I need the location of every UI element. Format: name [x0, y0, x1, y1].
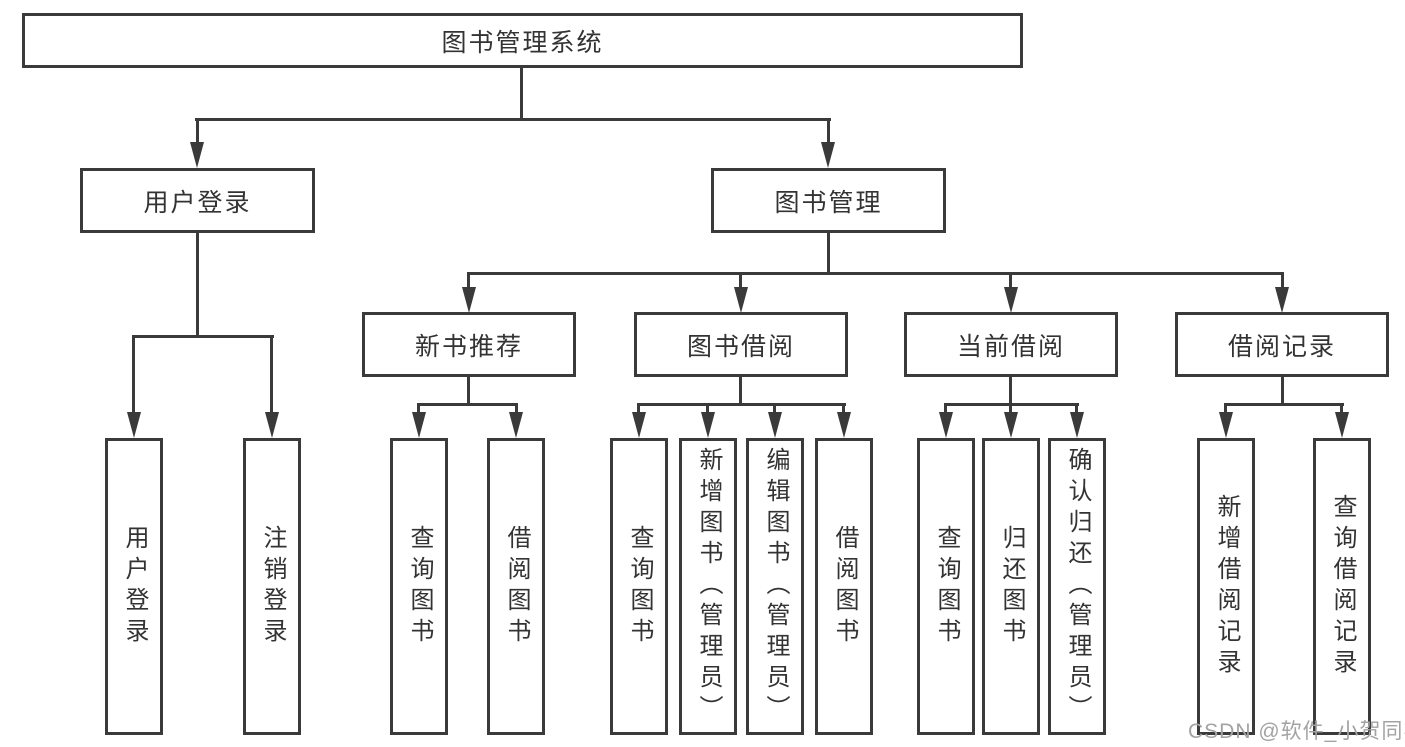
leaf-add-books-admin: 新增图书（管理员）: [679, 438, 737, 735]
leaf-label: 借阅图书: [831, 524, 858, 649]
line-branch: [1224, 403, 1344, 406]
leaf-borrow-books-recommend: 借阅图书: [487, 438, 545, 735]
node-label: 图书管理: [774, 188, 883, 217]
line-arrow-stem: [773, 403, 776, 417]
arrow-down-icon: [632, 412, 646, 438]
line-root-branch: [195, 118, 831, 121]
line-arrow-stem: [132, 335, 135, 415]
leaf-label: 归还图书: [998, 524, 1025, 649]
node-label: 用户登录: [143, 188, 252, 217]
leaf-borrow-books: 借阅图书: [815, 438, 873, 735]
leaf-label: 查询图书: [406, 524, 433, 649]
line-arrow-stem: [467, 272, 470, 292]
line-arrow-stem: [1340, 403, 1343, 417]
line-arrow-stem: [842, 403, 845, 417]
line-stem: [1009, 377, 1012, 404]
leaf-query-books-current: 查询图书: [917, 438, 975, 735]
leaf-query-books-recommend: 查询图书: [390, 438, 448, 735]
line-arrow-stem: [1224, 403, 1227, 417]
leaf-edit-books-admin: 编辑图书（管理员）: [746, 438, 804, 735]
node-book-management: 图书管理: [711, 168, 946, 233]
arrow-down-icon: [1335, 412, 1349, 438]
node-label: 当前借阅: [956, 332, 1065, 361]
leaf-label: 查询借阅记录: [1329, 493, 1356, 680]
leaf-confirm-return-admin: 确认归还（管理员）: [1048, 438, 1106, 735]
leaf-add-borrow-record: 新增借阅记录: [1197, 438, 1255, 735]
line-arrow-stem: [637, 403, 640, 417]
arrow-down-icon: [1004, 412, 1018, 438]
leaf-label: 借阅图书: [503, 524, 530, 649]
line-branch: [467, 272, 1284, 275]
leaf-logout: 注销登录: [243, 438, 301, 735]
arrow-down-icon: [1004, 287, 1018, 313]
leaf-query-books: 查询图书: [610, 438, 668, 735]
line-stem: [196, 233, 199, 336]
leaf-label: 查询图书: [933, 524, 960, 649]
node-label: 图书借阅: [686, 332, 795, 361]
arrow-down-icon: [768, 412, 782, 438]
line-arrow-stem: [944, 403, 947, 417]
leaf-label: 查询图书: [626, 524, 653, 649]
arrow-down-icon: [939, 412, 953, 438]
line-stem: [739, 377, 742, 404]
arrow-down-icon: [837, 412, 851, 438]
arrow-down-icon: [412, 412, 426, 438]
arrow-down-icon: [821, 142, 835, 168]
node-borrow-record: 借阅记录: [1175, 312, 1389, 377]
arrow-down-icon: [265, 412, 279, 438]
arrow-down-icon: [190, 142, 204, 168]
leaf-label: 用户登录: [121, 524, 148, 649]
line-arrow-stem: [739, 272, 742, 292]
line-stem: [467, 377, 470, 404]
line-arrow-stem: [196, 118, 199, 148]
arrow-down-icon: [701, 412, 715, 438]
line-branch: [417, 403, 518, 406]
line-arrow-stem: [706, 403, 709, 417]
node-label: 借阅记录: [1227, 332, 1336, 361]
line-branch: [637, 403, 846, 406]
arrow-down-icon: [1275, 287, 1289, 313]
line-arrow-stem: [270, 335, 273, 415]
node-library-system: 图书管理系统: [22, 13, 1023, 68]
line-stem: [827, 233, 830, 274]
leaf-label: 编辑图书（管理员）: [762, 447, 789, 726]
arrow-down-icon: [1070, 412, 1084, 438]
line-root-stem: [520, 67, 523, 119]
arrow-down-icon: [462, 287, 476, 313]
node-label: 图书管理系统: [441, 28, 604, 57]
line-arrow-stem: [1009, 403, 1012, 417]
node-book-borrow: 图书借阅: [634, 312, 848, 377]
node-user-login: 用户登录: [80, 168, 315, 233]
leaf-query-borrow-record: 查询借阅记录: [1313, 438, 1371, 735]
leaf-label: 新增借阅记录: [1213, 493, 1240, 680]
line-arrow-stem: [1009, 272, 1012, 292]
line-branch: [132, 335, 274, 338]
arrow-down-icon: [1219, 412, 1233, 438]
leaf-label: 新增图书（管理员）: [695, 447, 722, 726]
node-current-borrow: 当前借阅: [904, 312, 1118, 377]
arrow-down-icon: [509, 412, 523, 438]
arrow-down-icon: [734, 287, 748, 313]
line-arrow-stem: [1281, 272, 1284, 292]
node-label: 新书推荐: [414, 332, 523, 361]
leaf-label: 确认归还（管理员）: [1064, 447, 1091, 726]
line-stem: [1281, 377, 1284, 404]
line-arrow-stem: [827, 118, 830, 148]
leaf-return-books: 归还图书: [982, 438, 1040, 735]
line-arrow-stem: [417, 403, 420, 417]
node-new-book-recommend: 新书推荐: [362, 312, 576, 377]
arrow-down-icon: [127, 412, 141, 438]
leaf-user-login: 用户登录: [105, 438, 163, 735]
line-arrow-stem: [515, 403, 518, 417]
leaf-label: 注销登录: [259, 524, 286, 649]
line-arrow-stem: [1075, 403, 1078, 417]
csdn-watermark: CSDN @软件_小贺同学: [1188, 720, 1405, 743]
